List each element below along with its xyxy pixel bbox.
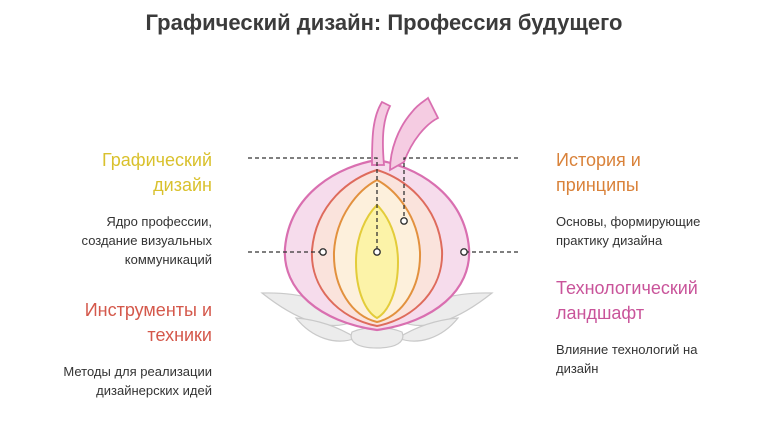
- label-tools: Инструменты и техники Методы для реализа…: [20, 298, 212, 400]
- desc-line: дизайнерских идей: [96, 383, 212, 398]
- dot-layer-2: [319, 248, 327, 256]
- desc-tech-landscape: Влияние технологий на дизайн: [556, 340, 756, 378]
- heading-line: дизайн: [153, 175, 212, 195]
- onion-base-leaves: [260, 292, 494, 349]
- label-graphic-design: Графический дизайн Ядро профессии, созда…: [20, 148, 212, 269]
- page-title: Графический дизайн: Профессия будущего: [145, 10, 623, 35]
- desc-line: Ядро профессии,: [106, 214, 212, 229]
- label-history: История и принципы Основы, формирующие п…: [556, 148, 756, 250]
- desc-line: практику дизайна: [556, 233, 663, 248]
- connector-lines: [248, 157, 518, 253]
- heading-line: ландшафт: [556, 303, 645, 323]
- onion-layer-core: [354, 203, 400, 320]
- heading-graphic-design: Графический дизайн: [20, 148, 212, 198]
- desc-graphic-design: Ядро профессии, создание визуальных комм…: [20, 212, 212, 269]
- heading-line: Графический: [102, 150, 212, 170]
- label-tech-landscape: Технологический ландшафт Влияние техноло…: [556, 276, 756, 378]
- heading-line: Технологический: [556, 278, 698, 298]
- heading-line: История и: [556, 150, 641, 170]
- dot-layer-3: [400, 217, 408, 225]
- desc-line: Влияние технологий на: [556, 342, 698, 357]
- connector-history: [403, 157, 518, 218]
- desc-line: дизайн: [556, 361, 599, 376]
- heading-tools: Инструменты и техники: [20, 298, 212, 348]
- heading-line: принципы: [556, 175, 639, 195]
- connector-dots: [319, 217, 468, 256]
- desc-line: Основы, формирующие: [556, 214, 701, 229]
- heading-tech-landscape: Технологический ландшафт: [556, 276, 756, 326]
- heading-history: История и принципы: [556, 148, 756, 198]
- connector-graphic: [248, 157, 378, 250]
- dot-outer: [460, 248, 468, 256]
- desc-line: коммуникаций: [124, 252, 212, 267]
- desc-history: Основы, формирующие практику дизайна: [556, 212, 756, 250]
- desc-tools: Методы для реализации дизайнерских идей: [20, 362, 212, 400]
- heading-line: техники: [147, 325, 212, 345]
- desc-line: создание визуальных: [81, 233, 212, 248]
- heading-line: Инструменты и: [84, 300, 212, 320]
- desc-line: Методы для реализации: [63, 364, 212, 379]
- onion-sprouts: [371, 96, 440, 172]
- dot-core: [373, 248, 381, 256]
